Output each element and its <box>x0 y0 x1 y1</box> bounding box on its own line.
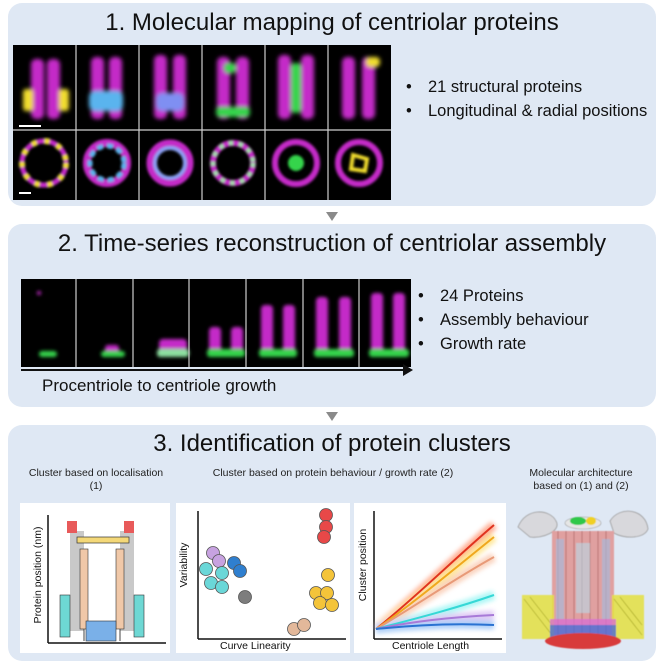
panel2-bullet-3: •Growth rate <box>418 335 527 353</box>
panel1-bullet-2: •Longitudinal & radial positions <box>406 102 648 120</box>
panel1-title: 1. Molecular mapping of centriolar prote… <box>105 9 559 36</box>
panel3-title: 3. Identification of protein clusters <box>153 430 511 457</box>
panel-time-series: 2. Time-series reconstruction of centrio… <box>8 224 656 407</box>
sub-title-architecture: Molecular architecture based on (1) and … <box>529 467 633 492</box>
growth-arrow-head-icon <box>403 364 413 376</box>
sub-title-behaviour: Cluster based on protein behaviour / gro… <box>212 467 454 479</box>
plot-variability-scatter: Variability Curve Linearity <box>176 503 350 653</box>
plot3-ylabel: Cluster position <box>357 528 369 602</box>
plot-localisation: Protein position (nm) <box>20 503 170 653</box>
panel2-bullets: •24 Proteins •Assembly behaviour •Growth… <box>418 284 589 356</box>
localisation-schematic <box>47 515 166 644</box>
plot3-xlabel: Centriole Length <box>392 640 470 652</box>
plot2-ylabel: Variability <box>178 542 190 588</box>
panel-molecular-mapping: 1. Molecular mapping of centriolar prote… <box>8 3 656 206</box>
growth-images <box>21 279 411 367</box>
microscopy-images <box>13 45 391 200</box>
growth-image-strip <box>21 279 411 367</box>
architecture-model <box>517 510 649 649</box>
down-arrow-1-icon <box>326 212 338 221</box>
growth-curves <box>373 511 502 640</box>
plot1-ylabel: Protein position (nm) <box>32 526 44 624</box>
plot2-xlabel: Curve Linearity <box>220 640 291 652</box>
growth-arrow-line <box>21 369 406 371</box>
variability-scatter <box>197 508 346 640</box>
panel-protein-clusters: 3. Identification of protein clusters Cl… <box>8 425 656 661</box>
panel2-bullet-2: •Assembly behaviour <box>418 311 589 329</box>
plot-cluster-position: Cluster position Centriole Length <box>354 503 506 653</box>
growth-axis-label: Procentriole to centriole growth <box>42 376 277 395</box>
down-arrow-2-icon <box>326 412 338 421</box>
molecular-architecture-render <box>516 499 650 657</box>
panel1-bullet-1: •21 structural proteins <box>406 78 583 96</box>
panel2-bullet-1: •24 Proteins <box>418 287 524 305</box>
microscopy-grid <box>13 45 391 200</box>
panel1-bullets: •21 structural proteins •Longitudinal & … <box>406 75 647 123</box>
panel2-title: 2. Time-series reconstruction of centrio… <box>57 230 607 257</box>
sub-title-localisation: Cluster based on localisation (1) <box>28 467 164 492</box>
